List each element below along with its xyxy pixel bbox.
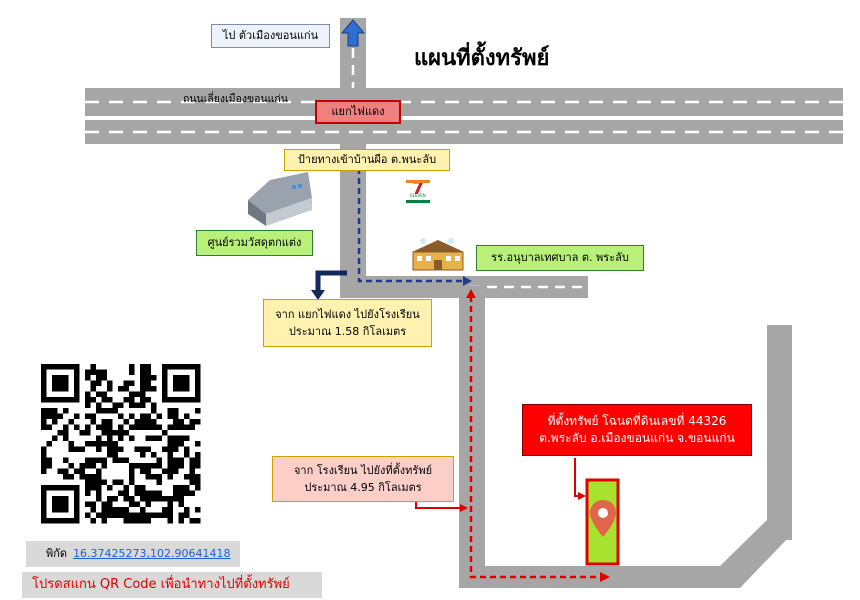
property-line1: ที่ตั้งทรัพย์ โฉนดที่ดินเลขที่ 44326 xyxy=(547,414,727,428)
school-building-icon xyxy=(412,238,464,271)
route-to-property xyxy=(466,289,610,582)
turn-arrow-icon xyxy=(311,270,347,300)
village-sign-label: ป้ายทางเข้าบ้านผือ ต.พนะลับ xyxy=(284,149,450,171)
property-label: ที่ตั้งทรัพย์ โฉนดที่ดินเลขที่ 44326 ต.พ… xyxy=(522,404,752,456)
up-arrow-icon xyxy=(340,19,366,47)
coordinates-label: พิกัด xyxy=(46,547,68,560)
road-east xyxy=(767,325,792,540)
bypass-road-south-lanes xyxy=(85,120,843,144)
bypass-road-label: ถนนเลี่ยงเมืองขอนแก่น xyxy=(183,93,288,105)
route-to-school-line1: จาก แยกไฟแดง ไปยังโรงเรียน xyxy=(275,308,420,321)
property-line2: ต.พระลับ อ.เมืองขอนแก่น จ.ขอนแก่น xyxy=(539,431,735,445)
location-pin-icon xyxy=(590,500,616,537)
scan-instruction: โปรดสแกน QR Code เพื่อนำทางไปที่ตั้งทรัพ… xyxy=(22,572,322,598)
route-to-property-label: จาก โรงเรียน ไปยังที่ตั้งทรัพย์ ประมาณ 4… xyxy=(272,456,454,502)
qr-code-icon xyxy=(38,361,204,527)
route-to-school-label: จาก แยกไฟแดง ไปยังโรงเรียน ประมาณ 1.58 ก… xyxy=(263,299,432,347)
warehouse-label: ศูนย์รวมวัสดุตกแต่ง xyxy=(196,230,313,256)
traffic-light-label: แยกไฟแดง xyxy=(315,100,401,124)
route-to-school-line2: ประมาณ 1.58 กิโลเมตร xyxy=(288,325,407,338)
warehouse-icon xyxy=(248,172,312,226)
route-to-property-line1: จาก โรงเรียน ไปยังที่ตั้งทรัพย์ xyxy=(293,464,433,477)
school-label: รร.อนุบาลเทศบาล ต. พระลับ xyxy=(476,245,644,271)
route-to-property-line2: ประมาณ 4.95 กิโลเมตร xyxy=(304,481,422,494)
to-city-label: ไป ตัวเมืองขอนแก่น xyxy=(211,24,330,48)
seven-eleven-icon: 7 xyxy=(406,178,432,206)
svg-text:7: 7 xyxy=(412,178,425,199)
coordinates-bar: พิกัด 16.37425273,102.90641418 xyxy=(26,541,240,567)
page-title: แผนที่ตั้งทรัพย์ xyxy=(414,45,550,71)
coordinates-link[interactable]: 16.37425273,102.90641418 xyxy=(73,547,231,560)
store-brand-label: ELEVEN xyxy=(410,193,426,198)
